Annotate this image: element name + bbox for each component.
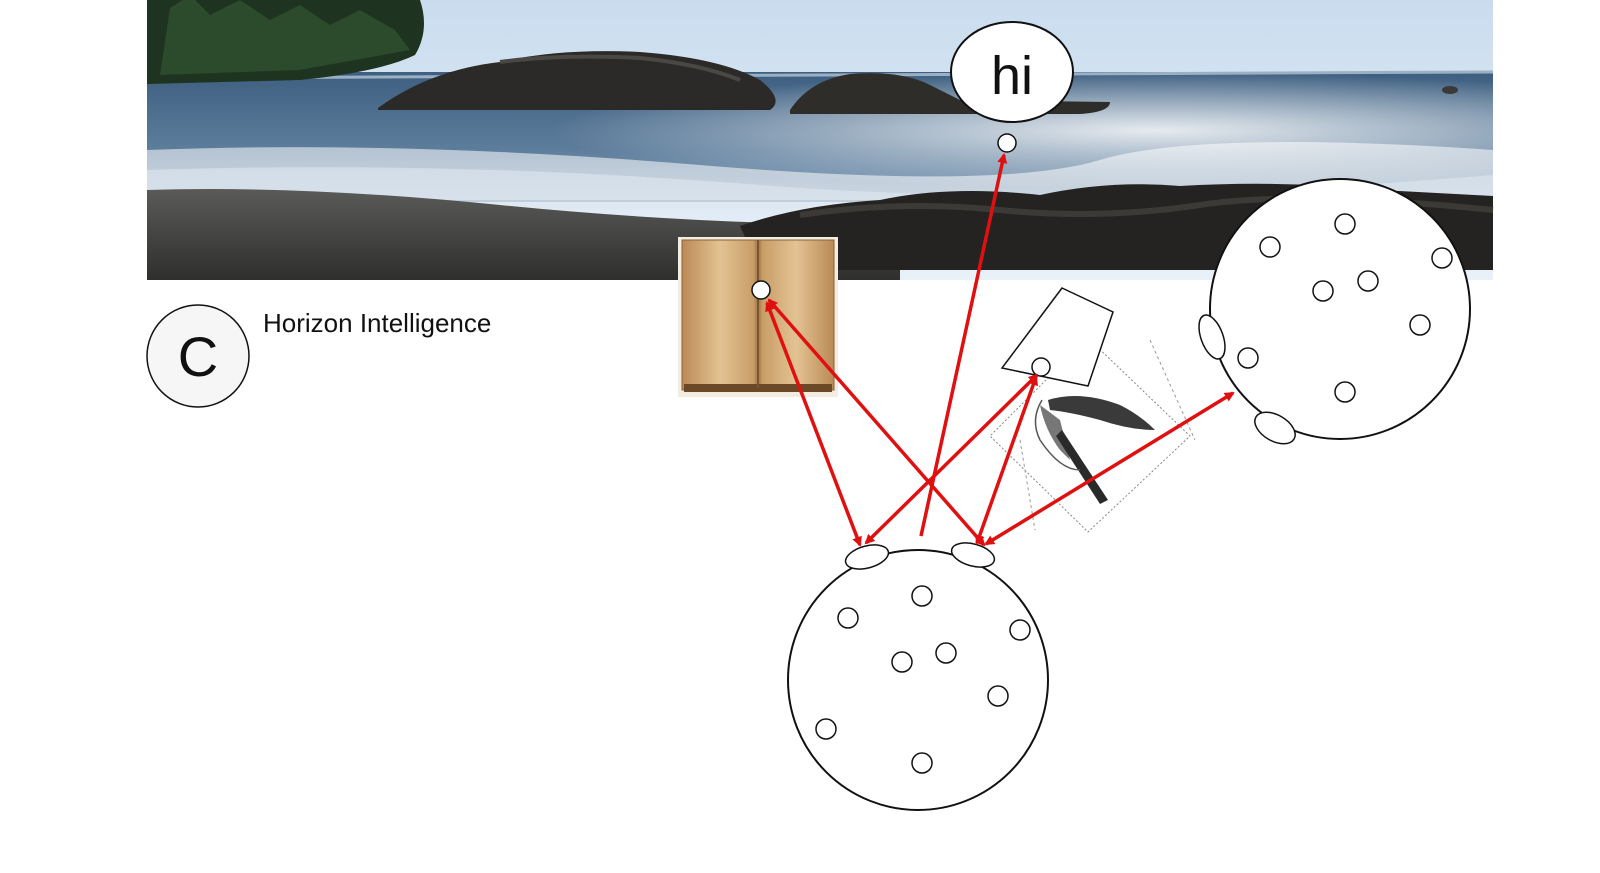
diagram-title: Horizon Intelligence: [263, 308, 491, 338]
speech-bubble-icon: hi: [950, 21, 1074, 153]
right-head: [1198, 178, 1471, 445]
panel-letter: C: [178, 325, 218, 388]
bottom-head: [787, 542, 1049, 811]
arrow-right-head-to-right-ear: [984, 391, 1235, 546]
open-book-icon: [678, 237, 838, 397]
speech-node: [997, 133, 1017, 153]
drawing-node: [1031, 357, 1051, 377]
arrow-book-to-right-ear: [767, 298, 986, 547]
book-node: [751, 280, 771, 300]
panel-letter-badge: C: [146, 304, 250, 408]
hand-drawing-sketch-icon: [989, 287, 1196, 533]
connection-arrows: [765, 153, 1235, 547]
speech-text: hi: [991, 46, 1033, 106]
